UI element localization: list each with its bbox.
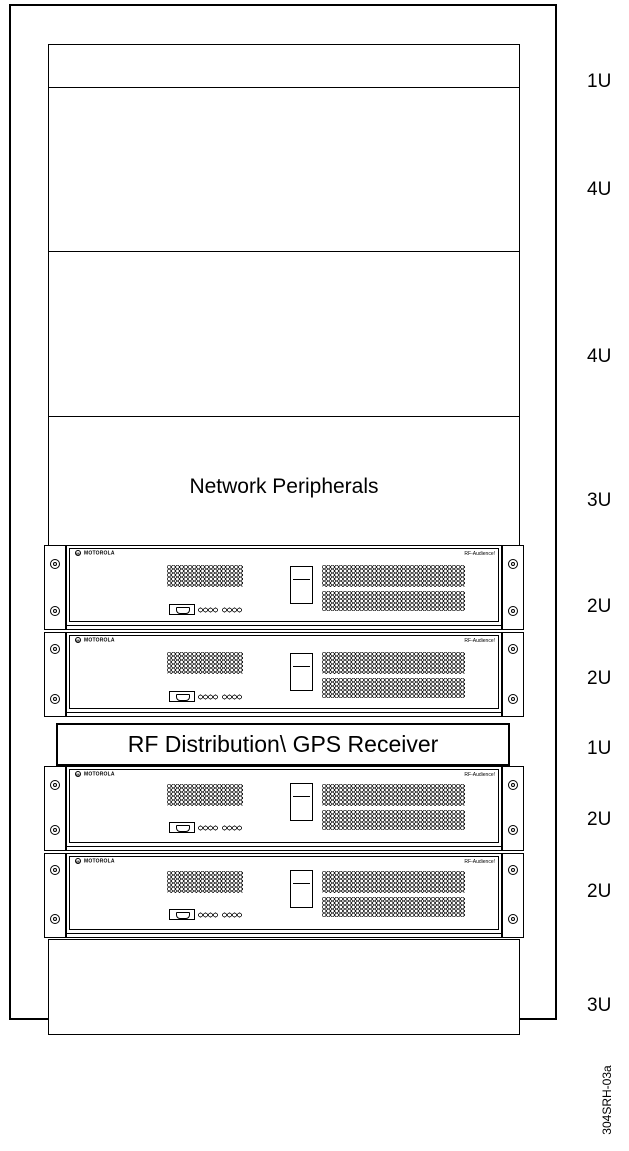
power-switch [290,870,313,908]
indicator-leds-a [198,694,218,700]
unit-size-label: 2U [587,596,612,617]
vent-grille-left [167,871,243,893]
screw-icon [50,559,60,569]
vent-grille-right-top [322,652,465,674]
screw-icon [50,644,60,654]
rack-ear-right [502,632,524,717]
rack-ear-right [502,853,524,938]
screw-icon [508,825,518,835]
screw-icon [508,865,518,875]
rack-ear-left [44,853,66,938]
rack-ear-left [44,766,66,851]
screw-icon [508,780,518,790]
figure-code: 304SRH-03a [599,1058,615,1142]
screw-icon [50,694,60,704]
slot-4u-blank-middle [48,251,520,417]
indicator-leds-b [222,825,242,831]
power-switch [290,566,313,604]
serial-port-icon [169,822,195,833]
power-switch [290,653,313,691]
vent-grille-right-top [322,784,465,806]
slot-network-peripherals: Network Peripherals [48,416,520,546]
brand-label: MOTOROLA [84,771,115,778]
rack-ear-right [502,766,524,851]
model-label: RF-Audience! [464,859,495,865]
rack-ear-left [44,632,66,717]
brand-label: MOTOROLA [84,550,115,557]
slot-3u-blank-bottom [48,939,520,1035]
screw-icon [50,914,60,924]
indicator-leds-a [198,912,218,918]
screw-icon [50,865,60,875]
unit-size-label: 3U [587,490,612,511]
model-label: RF-Audience! [464,638,495,644]
indicator-leds-b [222,607,242,613]
network-peripherals-label: Network Peripherals [189,475,379,498]
brand-label: MOTOROLA [84,637,115,644]
vent-grille-left [167,565,243,587]
slot-4u-blank-top [48,87,520,252]
indicator-leds-b [222,912,242,918]
vent-grille-right-bottom [322,897,465,917]
power-switch [290,783,313,821]
model-label: RF-Audience! [464,772,495,778]
rf-distribution-label: RF Distribution\ GPS Receiver [127,731,439,757]
vent-grille-right-bottom [322,810,465,830]
unit-size-label: 1U [587,738,612,759]
serial-port-icon [169,604,195,615]
unit-size-label: 2U [587,881,612,902]
vent-grille-right-top [322,871,465,893]
indicator-leds-b [222,694,242,700]
vent-grille-left [167,784,243,806]
screw-icon [508,606,518,616]
unit-size-label: 2U [587,668,612,689]
indicator-leds-a [198,825,218,831]
unit-size-label: 3U [587,995,612,1016]
rack-ear-right [502,545,524,630]
serial-port-icon [169,909,195,920]
screw-icon [508,914,518,924]
brand-label: MOTOROLA [84,858,115,865]
screw-icon [50,825,60,835]
screw-icon [508,694,518,704]
serial-port-icon [169,691,195,702]
vent-grille-right-top [322,565,465,587]
unit-size-label: 1U [587,71,612,92]
screw-icon [50,606,60,616]
screw-icon [508,644,518,654]
screw-icon [50,780,60,790]
unit-size-label: 4U [587,346,612,367]
indicator-leds-a [198,607,218,613]
slot-rf-distribution: RF Distribution\ GPS Receiver [56,723,510,766]
rack-ear-left [44,545,66,630]
model-label: RF-Audience! [464,551,495,557]
screw-icon [508,559,518,569]
figure-code-text: 304SRH-03a [600,1065,614,1135]
unit-size-label: 4U [587,179,612,200]
vent-grille-right-bottom [322,678,465,698]
slot-1u-blank [48,44,520,88]
vent-grille-right-bottom [322,591,465,611]
vent-grille-left [167,652,243,674]
unit-size-label: 2U [587,809,612,830]
